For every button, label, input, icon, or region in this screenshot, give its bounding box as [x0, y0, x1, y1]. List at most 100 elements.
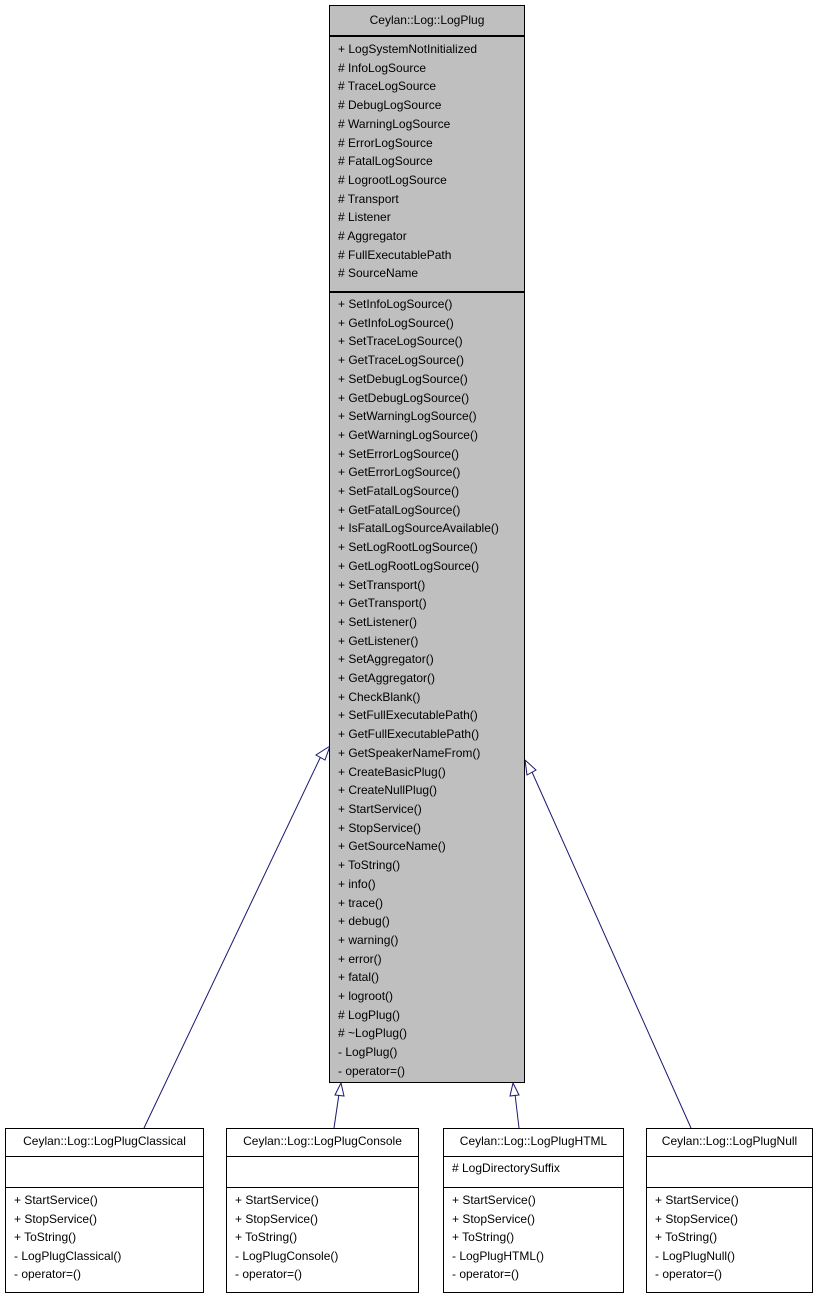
operation-row[interactable]: + GetTraceLogSource(): [338, 353, 464, 368]
attribute-row[interactable]: # FullExecutablePath: [338, 247, 452, 262]
attribute-row[interactable]: + LogSystemNotInitialized: [338, 42, 478, 56]
operation-row[interactable]: + StartService(): [655, 1193, 739, 1207]
class-logplughtml[interactable]: Ceylan::Log::LogPlugHTML # LogDirectoryS…: [443, 1128, 624, 1293]
operation-row[interactable]: + trace(): [338, 895, 384, 910]
operation-row[interactable]: + info(): [338, 876, 376, 891]
operation-row[interactable]: - operator=(): [235, 1267, 303, 1282]
operation-row[interactable]: + CreateNullPlug(): [338, 783, 438, 798]
operation-row[interactable]: + GetInfoLogSource(): [338, 315, 454, 330]
operation-row[interactable]: + ToString(): [338, 858, 401, 873]
operation-row[interactable]: + SetFatalLogSource(): [338, 484, 460, 499]
operation-row[interactable]: + CreateBasicPlug(): [338, 764, 446, 779]
operations-section: + StartService() + StopService() + ToStrin…: [6, 1187, 203, 1284]
operation-row[interactable]: + SetTransport(): [338, 577, 426, 592]
operation-row[interactable]: + IsFatalLogSourceAvailable(): [338, 521, 499, 536]
operation-row[interactable]: + SetListener(): [338, 614, 418, 629]
operation-row[interactable]: + StopService(): [235, 1211, 319, 1226]
operation-row[interactable]: - LogPlugConsole(): [235, 1248, 339, 1263]
operation-row[interactable]: - operator=(): [338, 1063, 406, 1078]
operation-row[interactable]: + GetSpeakerNameFrom(): [338, 745, 481, 760]
operation-row[interactable]: + GetFullExecutablePath(): [338, 727, 480, 742]
operation-row[interactable]: + SetTraceLogSource(): [338, 334, 463, 349]
attribute-row[interactable]: # Listener: [338, 210, 391, 225]
class-title: Ceylan::Log::LogPlugHTML: [459, 1134, 608, 1148]
operation-row[interactable]: + GetListener(): [338, 633, 419, 648]
operation-row[interactable]: + SetErrorLogSource(): [338, 446, 460, 461]
operation-row[interactable]: + GetAggregator(): [338, 671, 436, 686]
operation-row[interactable]: + SetWarningLogSource(): [338, 409, 477, 424]
class-title: Ceylan::Log::LogPlugNull: [661, 1134, 798, 1148]
edge-logplugnull: [524, 758, 692, 1129]
attribute-row[interactable]: # ErrorLogSource: [338, 135, 433, 150]
operations-section: + StartService() + StopService() + ToStrin…: [227, 1187, 418, 1284]
attribute-row[interactable]: # LogDirectorySuffix: [452, 1161, 560, 1175]
operation-row[interactable]: + SetInfoLogSource(): [338, 297, 453, 311]
attributes-section: [227, 1156, 418, 1187]
class-logplug[interactable]: Ceylan::Log::LogPlug + LogSystemNotIniti…: [329, 5, 525, 1083]
operation-row[interactable]: - LogPlugNull(): [655, 1248, 736, 1263]
operations-section: + StartService() + StopService() + ToStrin…: [444, 1187, 623, 1284]
attribute-row[interactable]: # InfoLogSource: [338, 60, 427, 75]
operation-row[interactable]: + StartService(): [338, 801, 422, 816]
class-logplugnull[interactable]: Ceylan::Log::LogPlugNull + StartService(…: [646, 1128, 813, 1293]
operation-row[interactable]: + ToString(): [235, 1230, 298, 1245]
operation-row[interactable]: # ~LogPlug(): [338, 1026, 408, 1041]
attribute-row[interactable]: # DebugLogSource: [338, 98, 442, 113]
attribute-row[interactable]: # TraceLogSource: [338, 79, 437, 94]
operation-row[interactable]: - operator=(): [14, 1267, 82, 1282]
edge-logplugclassical: [143, 744, 331, 1129]
operation-row[interactable]: - operator=(): [452, 1267, 520, 1282]
operation-row[interactable]: - LogPlugHTML(): [452, 1248, 545, 1263]
operation-row[interactable]: - LogPlugClassical(): [14, 1248, 122, 1263]
operation-row[interactable]: + SetAggregator(): [338, 652, 434, 667]
attributes-section: [6, 1156, 203, 1187]
operation-row[interactable]: + StartService(): [452, 1193, 536, 1207]
attribute-row[interactable]: # SourceName: [338, 266, 419, 281]
operation-row[interactable]: + GetLogRootLogSource(): [338, 558, 480, 573]
attribute-row[interactable]: # WarningLogSource: [338, 116, 451, 131]
attributes-section: # LogDirectorySuffix: [444, 1156, 623, 1187]
operation-row[interactable]: + GetWarningLogSource(): [338, 427, 478, 442]
operation-row[interactable]: + ToString(): [14, 1230, 77, 1245]
operation-row[interactable]: + GetTransport(): [338, 596, 427, 611]
operation-row[interactable]: + StopService(): [452, 1211, 536, 1226]
operation-row[interactable]: + SetFullExecutablePath(): [338, 708, 478, 723]
attributes-section: + LogSystemNotInitialized # InfoLogSource…: [330, 35, 524, 291]
attribute-row[interactable]: # FatalLogSource: [338, 154, 433, 169]
attribute-row[interactable]: # LogrootLogSource: [338, 172, 447, 187]
operations-section: + StartService() + StopService() + ToStrin…: [647, 1187, 812, 1284]
operation-row[interactable]: + GetSourceName(): [338, 839, 446, 854]
operation-row[interactable]: + debug(): [338, 914, 390, 929]
class-logplugconsole[interactable]: Ceylan::Log::LogPlugConsole + StartServi…: [226, 1128, 419, 1293]
edge-logplugconsole: [333, 1081, 345, 1129]
operation-row[interactable]: + StopService(): [14, 1211, 98, 1226]
attribute-row[interactable]: # Transport: [338, 191, 399, 206]
operation-row[interactable]: + SetDebugLogSource(): [338, 371, 468, 386]
edge-logplughtml: [509, 1081, 520, 1129]
operation-row[interactable]: + error(): [338, 951, 382, 966]
operation-row[interactable]: + fatal(): [338, 970, 380, 985]
operation-row[interactable]: + ToString(): [655, 1230, 718, 1245]
operation-row[interactable]: # LogPlug(): [338, 1007, 401, 1022]
operation-row[interactable]: + GetErrorLogSource(): [338, 465, 461, 480]
class-title: Ceylan::Log::LogPlugClassical: [23, 1134, 186, 1148]
operation-row[interactable]: - LogPlug(): [338, 1045, 398, 1060]
class-logplugclassical[interactable]: Ceylan::Log::LogPlugClassical + StartSer…: [5, 1128, 204, 1293]
operation-row[interactable]: + StartService(): [14, 1193, 98, 1207]
operation-row[interactable]: + CheckBlank(): [338, 689, 421, 704]
operation-row[interactable]: + GetFatalLogSource(): [338, 502, 461, 517]
operation-row[interactable]: + StopService(): [655, 1211, 739, 1226]
operation-row[interactable]: + logroot(): [338, 989, 394, 1004]
operation-row[interactable]: - operator=(): [655, 1267, 723, 1282]
attributes-section: [647, 1156, 812, 1187]
class-title: Ceylan::Log::LogPlugConsole: [243, 1134, 402, 1148]
operation-row[interactable]: + warning(): [338, 932, 399, 947]
operation-row[interactable]: + ToString(): [452, 1230, 515, 1245]
operations-section: + SetInfoLogSource() + GetInfoLogSource()…: [330, 291, 524, 1081]
operation-row[interactable]: + StopService(): [338, 820, 422, 835]
class-title: Ceylan::Log::LogPlug: [369, 13, 485, 27]
operation-row[interactable]: + GetDebugLogSource(): [338, 390, 470, 405]
operation-row[interactable]: + StartService(): [235, 1193, 319, 1207]
attribute-row[interactable]: # Aggregator: [338, 229, 407, 244]
operation-row[interactable]: + SetLogRootLogSource(): [338, 540, 478, 555]
